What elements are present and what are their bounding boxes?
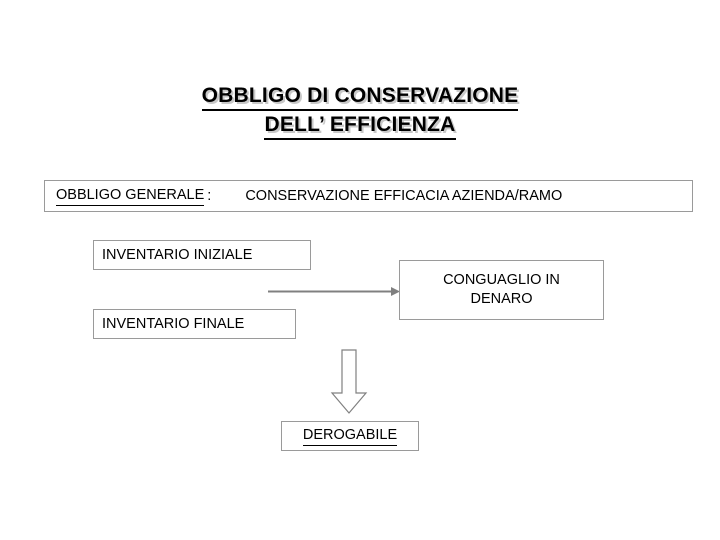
box-derogabile: DEROGABILE <box>281 421 419 451</box>
box-conguaglio-line-2: DENARO <box>470 291 533 307</box>
box-obbligo-generale-label-right: CONSERVAZIONE EFFICACIA AZIENDA/RAMO <box>245 187 563 204</box>
box-obbligo-generale: OBBLIGO GENERALE : CONSERVAZIONE EFFICAC… <box>44 180 693 212</box>
box-inventario-finale: INVENTARIO FINALE <box>93 309 296 339</box>
box-inventario-iniziale: INVENTARIO INIZIALE <box>93 240 311 270</box>
box-obbligo-generale-label-left: OBBLIGO GENERALE <box>56 186 205 206</box>
box-derogabile-label: DEROGABILE <box>302 426 398 446</box>
box-inventario-iniziale-label: INVENTARIO INIZIALE <box>102 246 253 263</box>
down-block-arrow-icon <box>326 346 372 418</box>
right-arrow-connector-icon <box>264 282 404 302</box>
box-conguaglio-line-1: CONGUAGLIO IN <box>443 272 560 288</box>
box-conguaglio-in-denaro: CONGUAGLIO IN DENARO <box>399 260 604 320</box>
box-obbligo-generale-colon: : <box>207 187 212 204</box>
box-inventario-finale-label: INVENTARIO FINALE <box>102 315 245 332</box>
page-title-line-2: DELL’ EFFICIENZA <box>0 111 720 140</box>
page-title: OBBLIGO DI CONSERVAZIONE DELL’ EFFICIENZ… <box>0 82 720 140</box>
page-title-line-1: OBBLIGO DI CONSERVAZIONE <box>0 82 720 111</box>
